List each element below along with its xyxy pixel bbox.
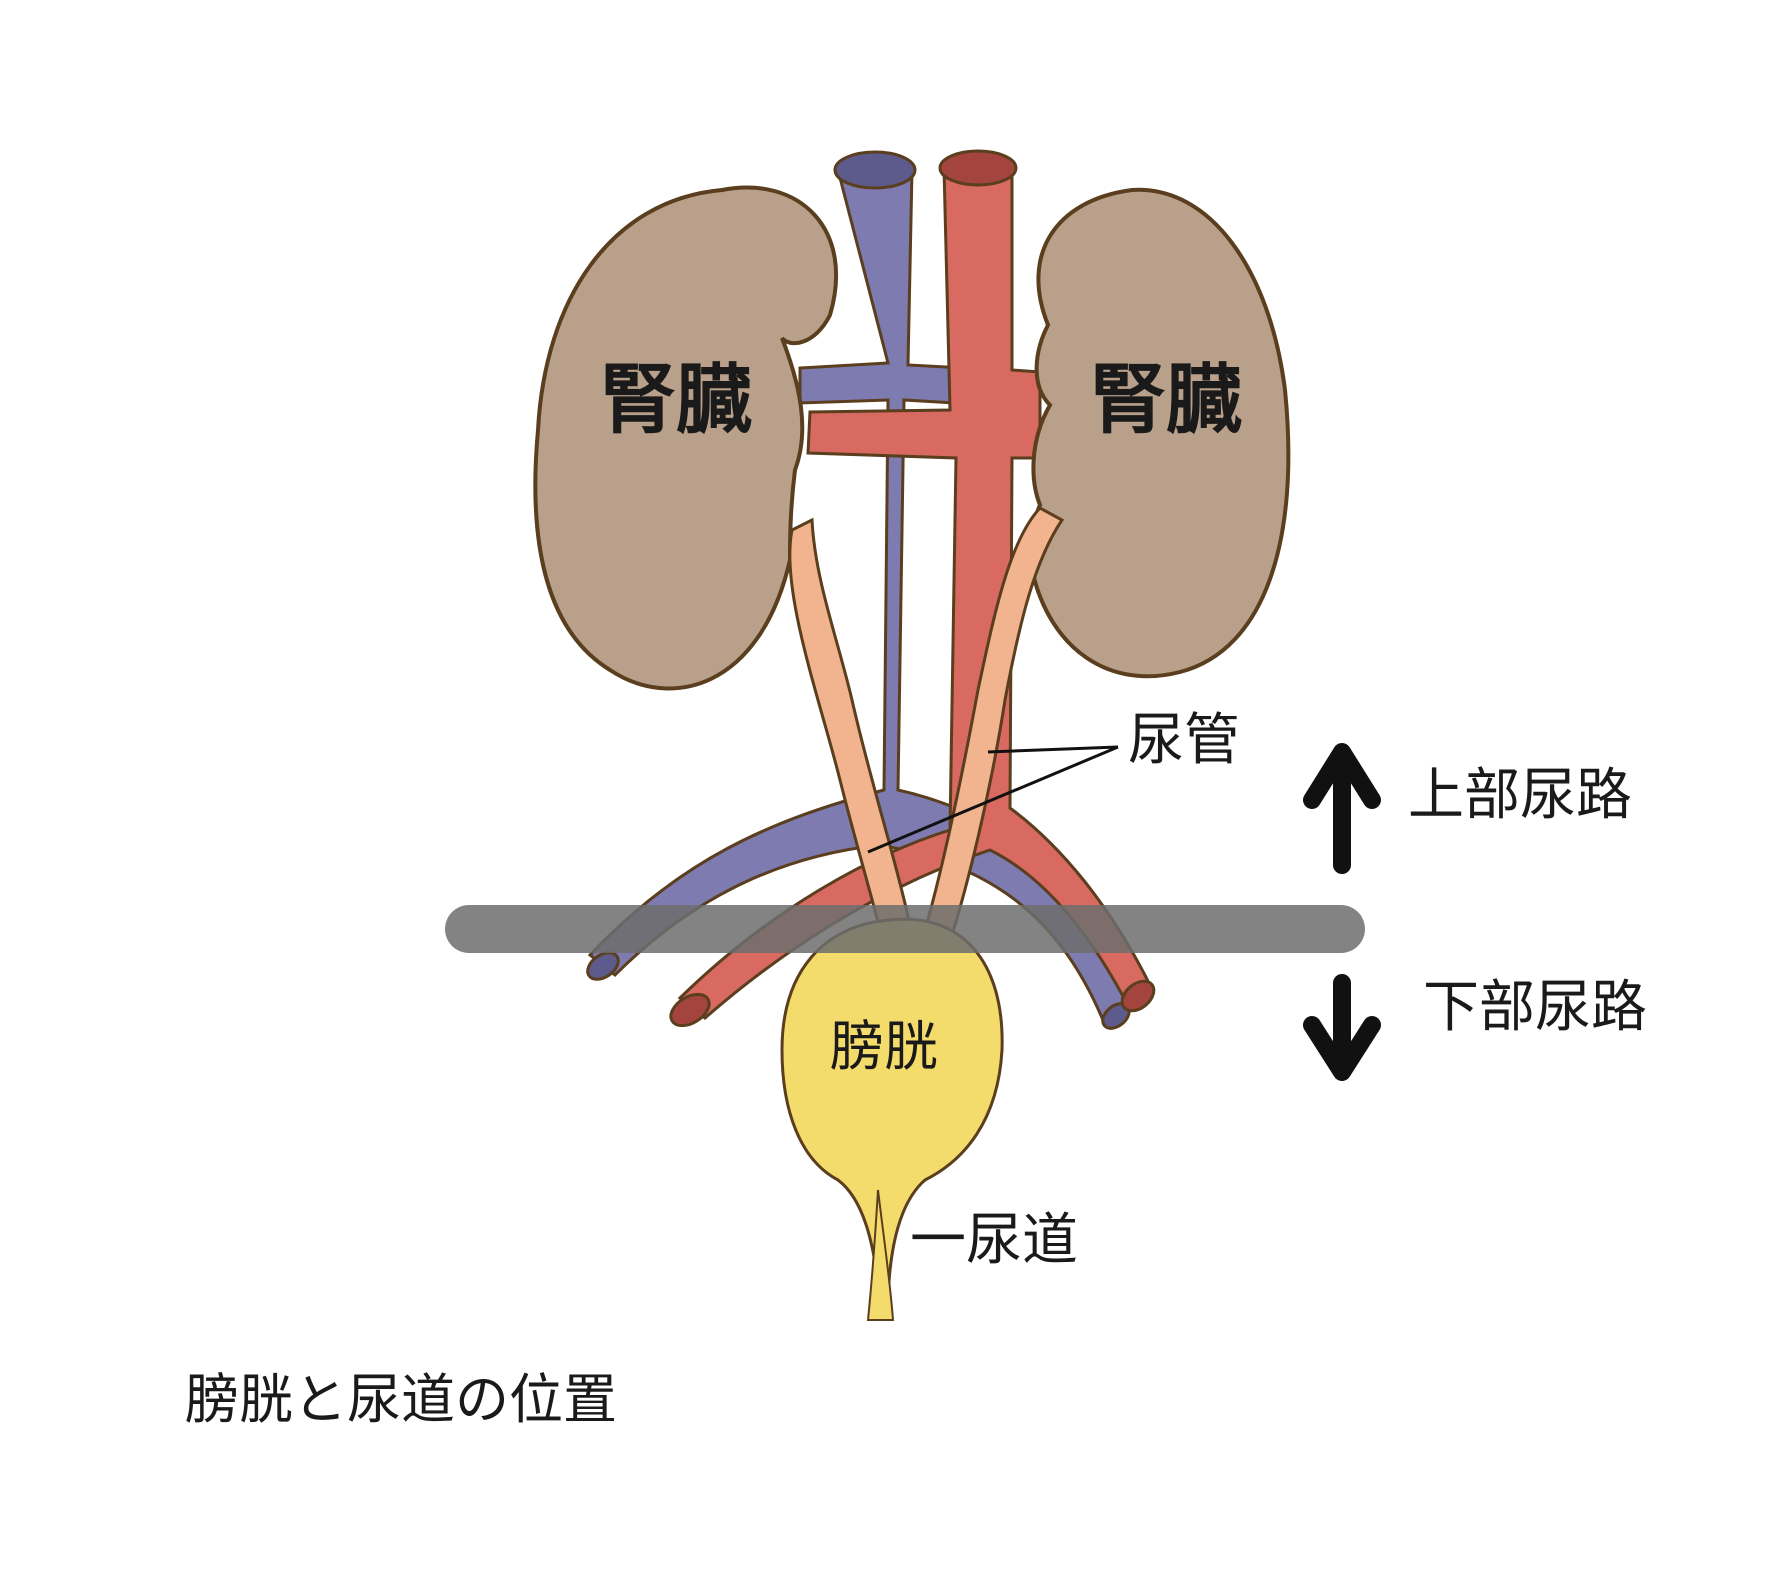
kidney-left: [533, 185, 839, 691]
tract-divider-band: [445, 905, 1365, 953]
bladder-label: 膀胱: [830, 1015, 938, 1078]
urethra-label: 一尿道: [910, 1208, 1078, 1273]
lower-tract-label: 下部尿路: [1423, 975, 1647, 1040]
diagram-title: 膀胱と尿道の位置: [185, 1368, 617, 1431]
arrow-up-icon: [1303, 743, 1381, 874]
ureter-pointer-line-lower: [867, 745, 1119, 854]
vein-end-left: [586, 951, 620, 981]
ureter-label: 尿管: [1128, 708, 1240, 773]
urethra: [866, 1189, 895, 1321]
arrow-down-icon: [1303, 974, 1381, 1081]
kidney-right-label: 腎臓: [1090, 355, 1242, 444]
kidney-right: [1029, 187, 1291, 679]
upper-tract-label: 上部尿路: [1408, 763, 1632, 828]
ureter-pointer-line-upper: [987, 745, 1119, 754]
aorta-opening: [938, 149, 1018, 187]
vena-cava-opening: [833, 150, 917, 190]
artery-end-right: [1120, 979, 1156, 1013]
artery-end-left: [669, 992, 711, 1028]
kidney-left-label: 腎臓: [600, 355, 752, 444]
